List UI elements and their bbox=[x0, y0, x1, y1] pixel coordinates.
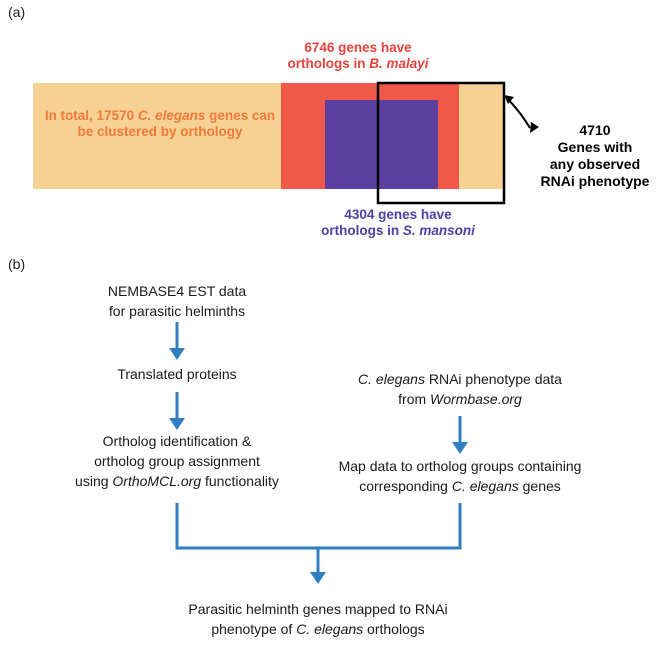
arrowhead-translated bbox=[169, 348, 185, 360]
panel-a-label: (a) bbox=[8, 4, 26, 20]
rnai-phenotype-text: 4710 Genes with any observed RNAi phenot… bbox=[540, 122, 650, 189]
arrowhead-ortholog bbox=[169, 418, 185, 430]
rnai-arrowhead-top bbox=[504, 95, 514, 104]
translated-proteins-node: Translated proteins bbox=[117, 366, 237, 382]
panel-b-label: (b) bbox=[8, 256, 26, 272]
arrowhead-mapdata bbox=[452, 442, 468, 454]
malayi-orthologs-text: 6746 genes have orthologs in B. malayi bbox=[287, 40, 429, 71]
rnai-phenotype-box bbox=[376, 81, 506, 205]
arrowhead-final bbox=[310, 572, 326, 584]
map-data-node: Map data to ortholog groups containing c… bbox=[338, 458, 582, 494]
nembase-node: NEMBASE4 EST data for parasitic helminth… bbox=[107, 283, 247, 319]
final-mapping-node: Parasitic helminth genes mapped to RNAi … bbox=[188, 601, 448, 637]
rnai-arrowhead-right bbox=[530, 122, 539, 133]
mansoni-orthologs-region bbox=[325, 100, 438, 189]
mansoni-orthologs-text: 4304 genes have orthologs in S. mansoni bbox=[321, 207, 475, 238]
ortholog-identification-node: Ortholog identification & ortholog group… bbox=[75, 433, 279, 489]
total-orthology-text: In total, 17570 C. elegans genes can be … bbox=[44, 108, 276, 139]
celegans-rnai-node: C. elegans RNAi phenotype data from Worm… bbox=[358, 371, 562, 407]
